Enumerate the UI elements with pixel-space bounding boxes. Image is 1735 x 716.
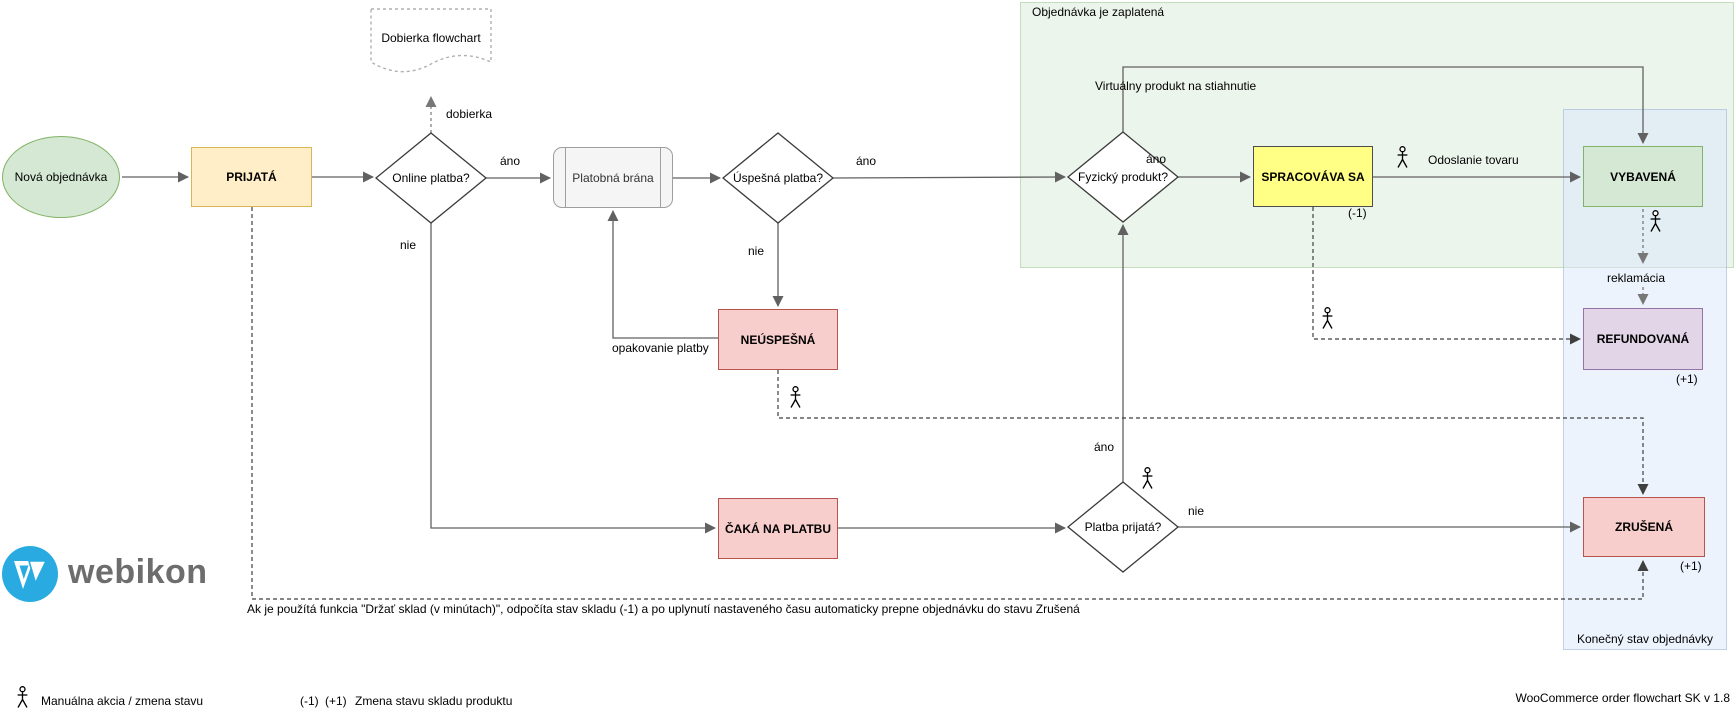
document-dobierka-label: Dobierka flowchart: [381, 30, 481, 45]
hold-stock-note: Ak je použítá funkcia "Držať sklad (v mi…: [247, 602, 1080, 616]
person-icon-legend: [16, 686, 29, 709]
edge-label-ano-uspesna: áno: [856, 154, 877, 168]
stock-badge-refundovana: (+1): [1676, 372, 1698, 386]
node-prijata-label: PRIJATÁ: [226, 170, 277, 184]
node-prijata: PRIJATÁ: [191, 147, 312, 207]
node-vybavena-label: VYBAVENÁ: [1610, 169, 1676, 184]
node-nova-objednavka-label: Nová objednávka: [14, 170, 108, 184]
edge-label-dobierka: dobierka: [446, 107, 493, 121]
webikon-logo: webikon: [2, 545, 222, 603]
diamond-online-platba-label: Online platba?: [392, 170, 470, 185]
node-neuspesna: NEÚSPEŠNÁ: [718, 309, 838, 370]
container-order-paid-label: Objednávka je zaplatená: [1032, 5, 1165, 19]
container-final-state-label: Konečný stav objednávky: [1576, 632, 1714, 646]
node-spracovava-sa: SPRACOVÁVA SA: [1253, 146, 1373, 207]
edge-label-ano-platba: áno: [1094, 440, 1115, 454]
node-vybavena: VYBAVENÁ: [1583, 146, 1703, 207]
stock-badge-spracovava: (-1): [1348, 206, 1367, 220]
node-refundovana: REFUNDOVANÁ: [1583, 308, 1703, 370]
edge-label-ano-online: áno: [500, 154, 521, 168]
edge-label-virtualny-produkt: Virtuálny produkt na stiahnutie: [1095, 79, 1257, 93]
edge-label-odoslanie-tovaru: Odoslanie tovaru: [1428, 153, 1519, 167]
node-spracovava-sa-label: SPRACOVÁVA SA: [1261, 169, 1365, 184]
diamond-fyzicky-produkt-label: Fyzický produkt?: [1077, 169, 1169, 184]
node-caka-na-platbu: ČAKÁ NA PLATBU: [718, 498, 838, 559]
legend-stock-minus: (-1): [300, 694, 319, 708]
stock-badge-zrusena: (+1): [1680, 559, 1702, 573]
node-platobna-brana-label: Platobná brána: [572, 170, 654, 185]
edge-label-ano-fyzicky: áno: [1146, 152, 1167, 166]
node-zrusena-label: ZRUŠENÁ: [1614, 520, 1673, 534]
legend-stock-plus: (+1): [325, 694, 347, 708]
edge-label-nie-platba: nie: [1188, 504, 1205, 518]
edge-label-nie-online: nie: [400, 238, 417, 252]
person-icon-neuspesna-zrusena: [789, 386, 802, 409]
person-icon-refundovana: [1321, 307, 1334, 330]
legend-stock-text: Zmena stavu skladu produktu: [355, 694, 513, 708]
node-refundovana-label: REFUNDOVANÁ: [1596, 332, 1690, 346]
webikon-logo-text: webikon: [68, 552, 208, 591]
edge-neuspesna-to-zrusena: [777, 370, 1649, 495]
node-caka-na-platbu-label: ČAKÁ NA PLATBU: [725, 521, 831, 536]
edge-neuspesna-to-brana: [607, 210, 718, 339]
diamond-platba-prijata-label: Platba prijatá?: [1084, 519, 1162, 534]
node-zrusena: ZRUŠENÁ: [1583, 497, 1705, 557]
node-nova-objednavka: Nová objednávka: [2, 136, 120, 218]
person-icon-platba-prijata: [1141, 467, 1154, 490]
legend-manual-action: Manuálna akcia / zmena stavu: [41, 694, 204, 708]
edge-label-reklamacia: reklamácia: [1607, 271, 1666, 285]
subprocess-bars: [565, 148, 661, 207]
node-neuspesna-label: NEÚSPEŠNÁ: [740, 332, 816, 347]
edge-label-opakovanie-platby: opakovanie platby: [612, 341, 709, 355]
version-text: WooCommerce order flowchart SK v 1.8: [1515, 691, 1730, 705]
edge-label-nie-uspesna: nie: [748, 244, 765, 258]
node-platobna-brana: Platobná brána: [553, 147, 673, 208]
webikon-logo-icon: [2, 546, 58, 602]
diamond-uspesna-platba-label: Úspešná platba?: [732, 170, 824, 185]
edge-online-nie-to-caka: [430, 223, 716, 534]
